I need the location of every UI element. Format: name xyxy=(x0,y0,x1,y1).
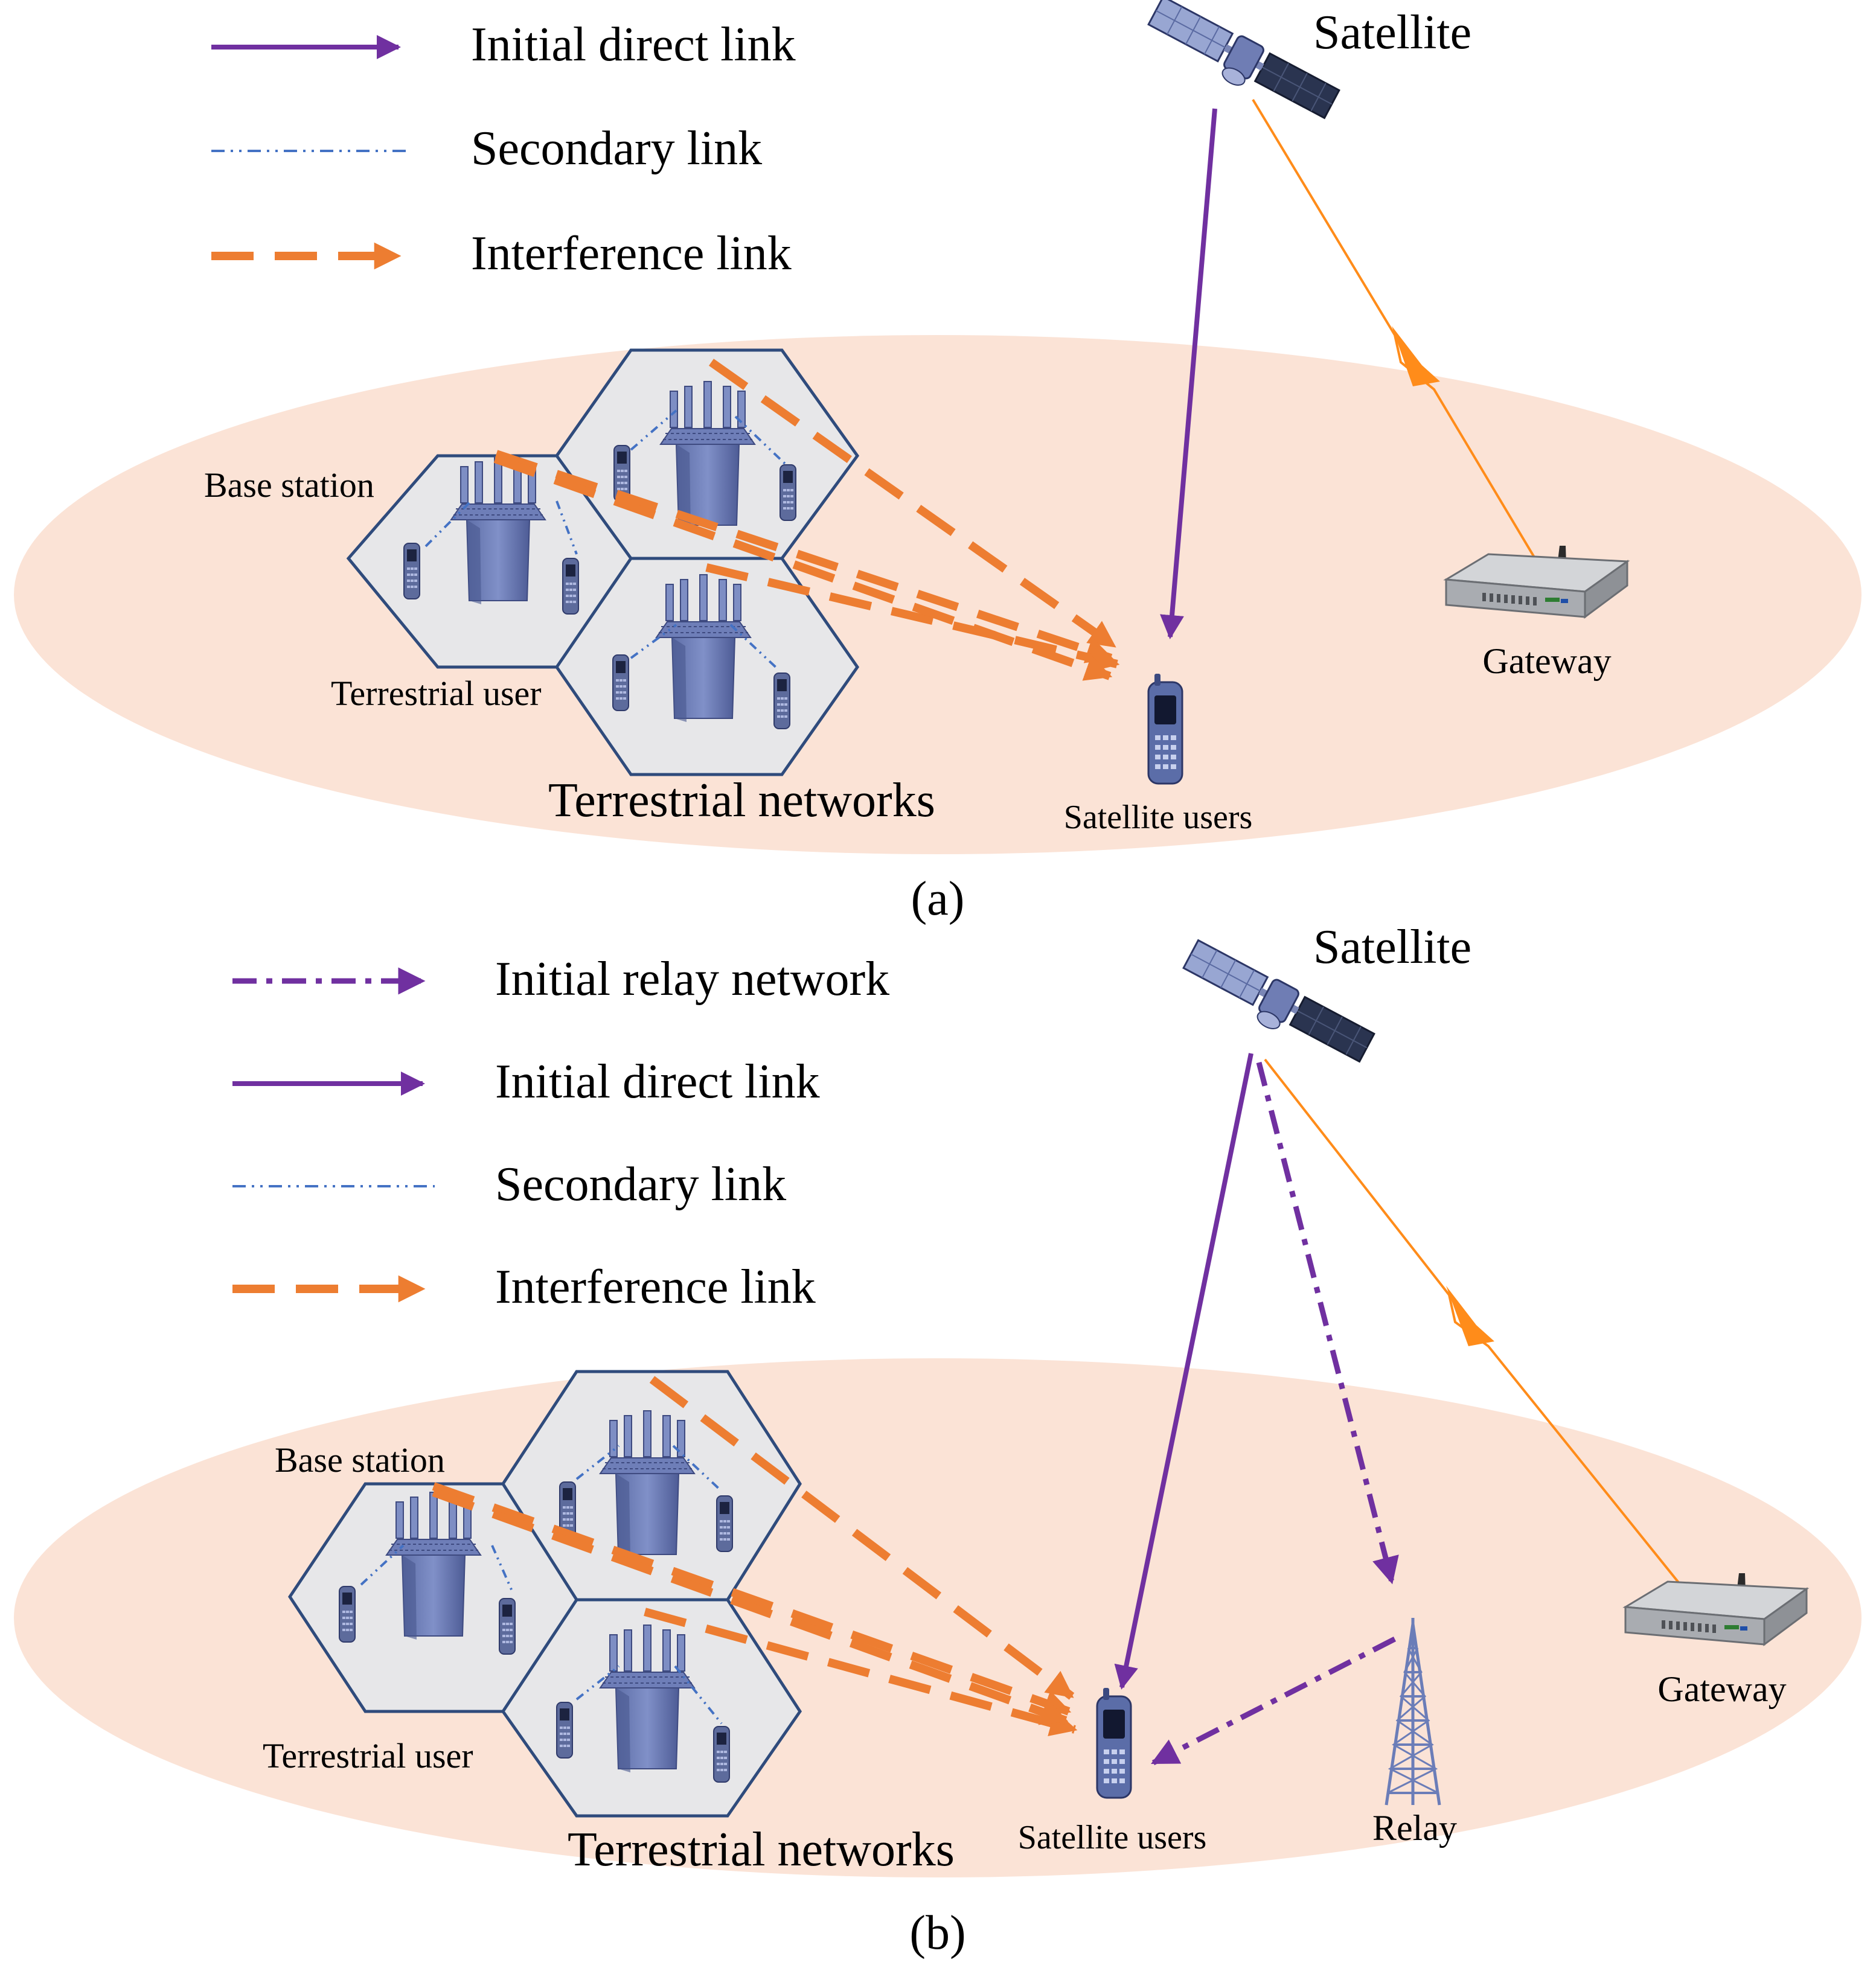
satellite-icon xyxy=(1141,0,1342,131)
relay-label: Relay xyxy=(1372,1808,1457,1848)
terrestrial-networks-label: Terrestrial networks xyxy=(568,1823,955,1876)
phone-icon xyxy=(773,673,790,729)
legend: Initial direct link Secondary link Inter… xyxy=(211,18,796,280)
feeder-lightning xyxy=(1392,326,1440,386)
interference-links xyxy=(432,1376,1078,1736)
relay-to-user-link xyxy=(1150,1636,1397,1766)
terrestrial-user-label: Terrestrial user xyxy=(331,674,542,713)
satellite-users-label: Satellite users xyxy=(1018,1819,1207,1856)
legend-label: Initial direct link xyxy=(471,18,796,71)
legend-label: Interference link xyxy=(471,227,792,280)
phone-icon xyxy=(339,1586,356,1643)
gateway-label: Gateway xyxy=(1657,1669,1786,1709)
satellite-users-label: Satellite users xyxy=(1064,799,1253,836)
legend-label: Secondary link xyxy=(471,122,762,175)
feeder-lightning xyxy=(1446,1286,1494,1346)
legend-label: Initial relay network xyxy=(495,953,889,1006)
terrestrial-devices xyxy=(339,1410,733,1783)
secondary-links xyxy=(360,1445,723,1725)
terrestrial-networks-label: Terrestrial networks xyxy=(548,774,935,827)
base-station-label: Base station xyxy=(204,465,374,505)
base-station-label: Base station xyxy=(275,1440,445,1480)
panel-b: Initial relay network Initial direct lin… xyxy=(14,921,1862,1960)
gateway-label: Gateway xyxy=(1482,641,1611,681)
feeder-link xyxy=(1252,98,1565,608)
secondary-links xyxy=(424,409,786,671)
panel-caption: (b) xyxy=(909,1906,965,1960)
panel-caption: (a) xyxy=(911,872,965,925)
terrestrial-devices xyxy=(403,381,796,729)
terrestrial-user-label: Terrestrial user xyxy=(263,1736,473,1775)
phone-icon xyxy=(612,654,629,711)
panel-a: Initial direct link Secondary link Inter… xyxy=(14,0,1862,925)
legend-label: Initial direct link xyxy=(495,1055,820,1108)
relay-link xyxy=(1256,1061,1399,1585)
coverage-ellipse xyxy=(14,1358,1862,1877)
phone-icon xyxy=(716,1495,733,1552)
satellite-label: Satellite xyxy=(1313,921,1471,974)
phone-icon xyxy=(562,558,579,615)
direct-link xyxy=(1114,1053,1253,1690)
satellite-label: Satellite xyxy=(1313,6,1471,59)
legend-label: Interference link xyxy=(495,1260,816,1314)
phone-icon xyxy=(499,1598,516,1655)
direct-link xyxy=(1160,108,1217,639)
satellite-user-phone-icon xyxy=(1147,673,1183,785)
phone-icon xyxy=(780,464,796,521)
satellite-user-phone-icon xyxy=(1096,1687,1132,1799)
phone-icon xyxy=(713,1726,730,1783)
phone-icon xyxy=(556,1702,573,1759)
phone-icon xyxy=(403,543,420,599)
legend-label: Secondary link xyxy=(495,1158,786,1211)
feeder-link xyxy=(1264,1058,1689,1595)
interference-links xyxy=(493,359,1120,681)
legend: Initial relay network Initial direct lin… xyxy=(232,953,889,1314)
